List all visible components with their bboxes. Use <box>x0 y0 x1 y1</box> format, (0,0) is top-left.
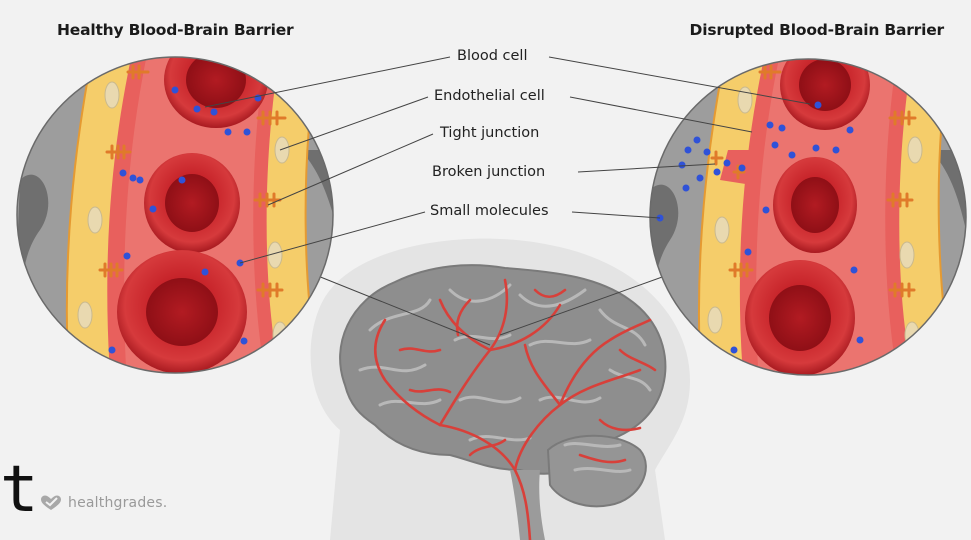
label-endothelial-cell: Endothelial cell <box>434 88 545 104</box>
leader-small-molecules-right <box>572 212 660 218</box>
label-broken-junction: Broken junction <box>432 164 545 180</box>
disrupted-barrier-circle <box>645 40 971 400</box>
healthgrades-logo: healthgrades. <box>40 495 167 511</box>
stray-glyph: t <box>0 458 39 522</box>
healthy-barrier-title: Healthy Blood-Brain Barrier <box>57 21 293 39</box>
logo-text: healthgrades. <box>68 495 167 511</box>
label-small-molecules: Small molecules <box>430 203 549 219</box>
label-tight-junction: Tight junction <box>440 125 539 141</box>
disrupted-barrier-title: Disrupted Blood-Brain Barrier <box>690 21 944 39</box>
healthy-barrier-circle <box>10 32 350 400</box>
heart-check-icon <box>40 495 62 511</box>
label-blood-cell: Blood cell <box>457 48 527 64</box>
